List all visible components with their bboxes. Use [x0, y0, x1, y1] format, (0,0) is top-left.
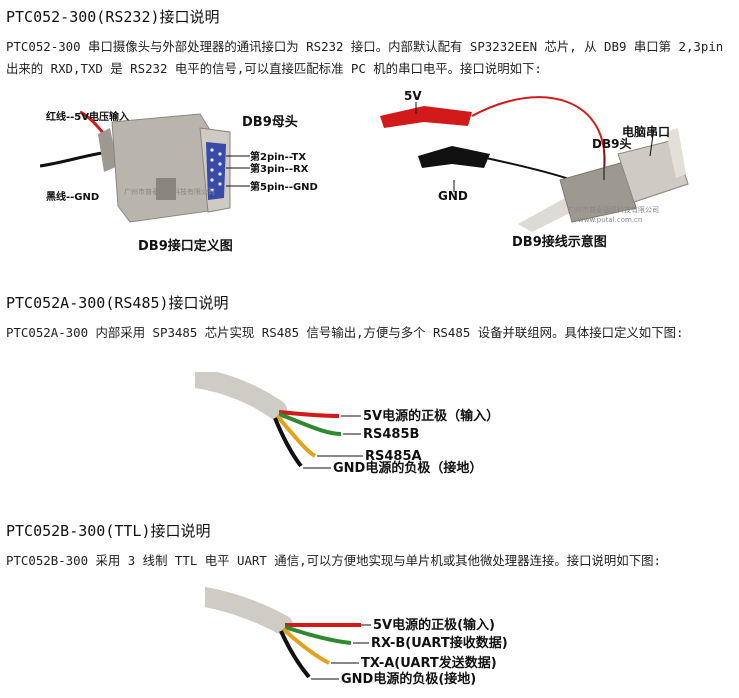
rs485-label-5v: 5V电源的正极（输入）: [363, 408, 499, 424]
rs485-label-a: RS485A: [365, 449, 422, 464]
watermark: 广州市普泰通讯科技有限公司: [124, 187, 215, 196]
paragraph-ttl: PTC052B-300 采用 3 线制 TTL 电平 UART 通信,可以方便地…: [6, 553, 661, 568]
pin5-label: 第5pin--GND: [250, 180, 318, 193]
wire-green: [284, 625, 352, 645]
db9-definition-figure: 红线--5V电压输入 黑线--GND DB9母头 第2pin--TX 第3pin…: [40, 110, 318, 254]
red-lead: [471, 96, 606, 173]
watermark-url: www.putal.com.cn: [578, 216, 642, 224]
ttl-label-5v: 5V电源的正极(输入): [373, 617, 495, 633]
db9-wiring-figure: 5V GND DB9头 电脑串口 广州市普泰通讯科技有限公司 www.putal…: [380, 89, 689, 250]
red-clip: [380, 106, 472, 128]
watermark-company: 广州市普泰通讯科技有限公司: [568, 205, 659, 214]
rs485-label-b: RS485B: [363, 427, 419, 442]
wire-yellow: [281, 627, 330, 665]
pc-port-face: [666, 128, 686, 178]
db9-head-label: DB9头: [592, 136, 631, 151]
outer-sheath: [195, 372, 287, 420]
rs485-cable-figure: 5V电源的正极（输入） RS485B RS485A GND电源的负极（接地）: [195, 372, 499, 476]
black-clip: [418, 146, 490, 168]
heading-rs485: PTC052A-300(RS485)接口说明: [6, 294, 229, 312]
red-wire-label: 红线--5V电压输入: [46, 110, 129, 123]
ttl-label-gnd: GND电源的负极(接地): [341, 671, 476, 687]
pin2-label: 第2pin--TX: [250, 150, 306, 163]
pc-port-shell: [617, 139, 689, 203]
pc-port-label: 电脑串口: [622, 124, 670, 139]
screw-body: [156, 178, 176, 200]
paragraph-rs485: PTC052A-300 内部采用 SP3485 芯片实现 RS485 信号输出,…: [6, 325, 684, 340]
gnd-label: GND: [438, 189, 468, 203]
wire-black: [273, 417, 303, 468]
paragraph-rs232: PTC052-300 串口摄像头与外部处理器的通讯接口为 RS232 接口。内部…: [6, 39, 724, 76]
db9-female-title: DB9母头: [242, 114, 298, 130]
outer-sheath: [205, 587, 293, 635]
heading-rs232: PTC052-300(RS232)接口说明: [6, 8, 220, 26]
db9-head-shell: [559, 161, 637, 223]
wire-yellow: [275, 414, 317, 458]
pin-holes: [210, 148, 222, 192]
black-wire: [40, 150, 109, 168]
rs485-label-gnd: GND电源的负极（接地）: [333, 460, 482, 476]
ttl-cable-figure: 5V电源的正极(输入) RX-B(UART接收数据) TX-A(UART发送数据…: [205, 587, 508, 687]
black-wire-label: 黑线--GND: [46, 190, 99, 203]
ttl-label-tx: TX-A(UART发送数据): [361, 655, 497, 671]
ttl-label-rx: RX-B(UART接收数据): [371, 635, 508, 651]
db9-caption: DB9接口定义图: [138, 238, 233, 254]
wire-black: [279, 630, 311, 679]
pin3-label: 第3pin--RX: [250, 162, 309, 175]
cable-boot: [98, 128, 118, 172]
wire-red: [278, 410, 340, 418]
heading-ttl: PTC052B-300(TTL)接口说明: [6, 522, 211, 540]
five-volt-label: 5V: [404, 89, 422, 103]
db9-pin-block: [206, 142, 226, 200]
wire-green: [278, 412, 342, 436]
wiring-caption: DB9接线示意图: [512, 234, 607, 250]
